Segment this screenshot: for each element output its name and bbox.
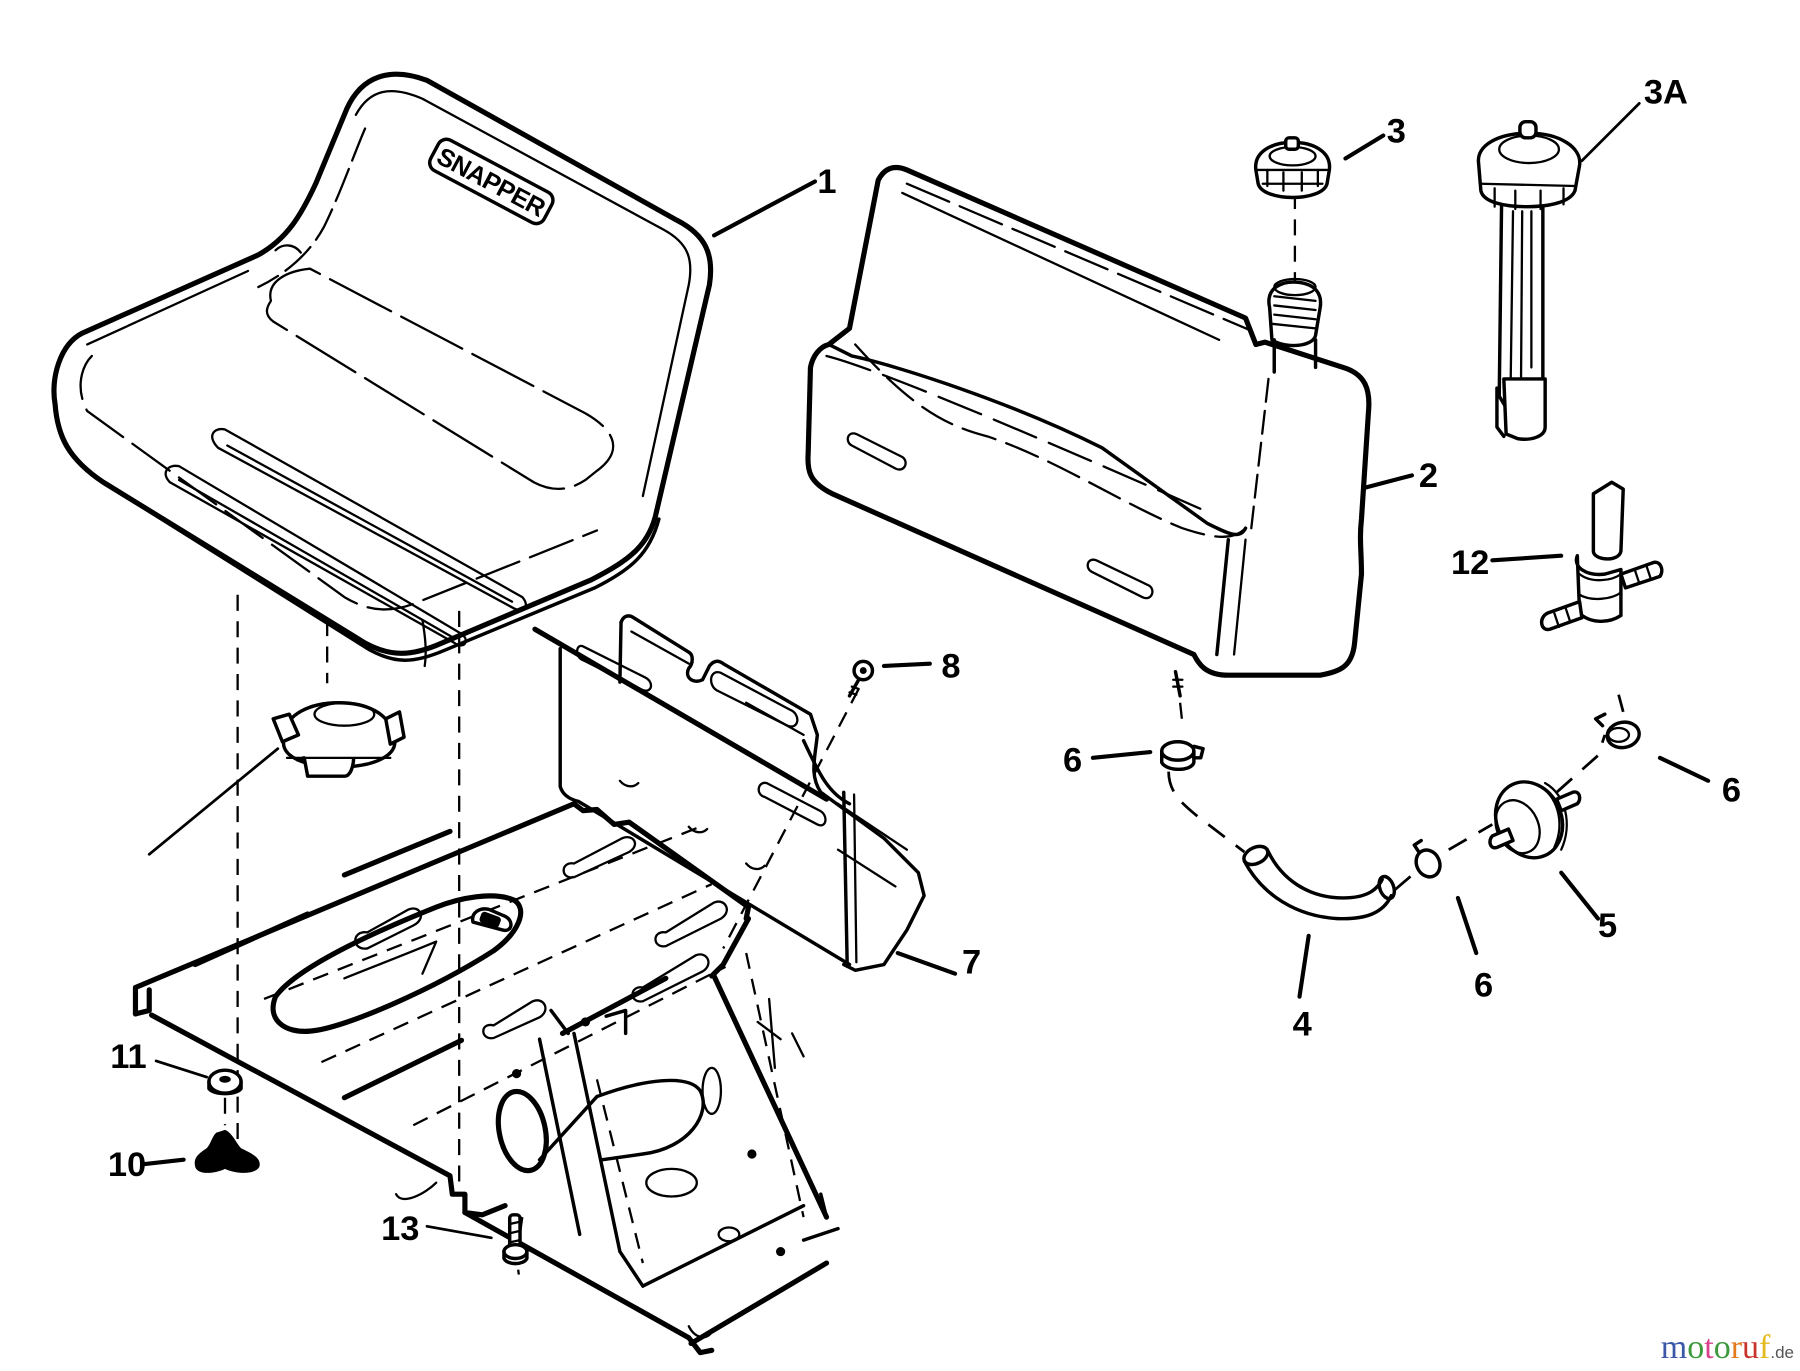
spacer-washer-part[interactable] [207, 1068, 243, 1096]
watermark-tld: .de [1770, 1343, 1794, 1362]
filter-guide-line-right [1555, 734, 1607, 794]
tank-outlet-guide-line [1178, 702, 1184, 724]
clamp-guide-line [1393, 862, 1427, 891]
callout-label-6-right: 6 [1722, 771, 1741, 809]
callout-label-7: 7 [962, 944, 981, 982]
callout-label-12: 13 [381, 1210, 419, 1248]
callout-label-6-bottom: 6 [1474, 967, 1493, 1005]
watermark-letter: o [1713, 1329, 1731, 1366]
leader-2 [1361, 473, 1415, 491]
fuel-hose-part[interactable] [1241, 843, 1397, 921]
callout-label-1: 1 [817, 163, 836, 201]
callout-label-3: 3 [1387, 112, 1406, 150]
callout-label-6-left: 6 [1063, 742, 1082, 780]
leader-8 [881, 661, 932, 669]
leader-6-bottom [1455, 895, 1479, 956]
hose-clamp-part-middle[interactable] [1412, 838, 1444, 881]
snapper-badge: SNAPPER [427, 137, 555, 226]
callout-label-9: 10 [108, 1146, 146, 1184]
callout-labels: 1 2 3 3A 4 5 6 6 6 7 8 10 11 12 13 [108, 73, 1741, 1248]
hose-clamp-part-right[interactable] [1593, 712, 1642, 750]
leader-10 [154, 1059, 209, 1079]
filter-guide-line-left [1448, 823, 1494, 851]
callout-label-5: 5 [1598, 907, 1617, 945]
callout-label-8: 8 [941, 647, 960, 685]
tank-bracket-part[interactable] [532, 614, 926, 972]
fuel-tank-part[interactable] [805, 164, 1372, 698]
callout-label-11: 12 [1451, 544, 1489, 582]
watermark-letter: u [1742, 1329, 1760, 1366]
watermark-letter: r [1730, 1329, 1743, 1366]
leader-5 [1559, 870, 1601, 921]
seat-switch-part[interactable] [271, 701, 406, 778]
hose-guide-line [1167, 771, 1246, 854]
fuel-filter-part[interactable] [1483, 771, 1582, 869]
leader-11 [1490, 553, 1564, 563]
seat-part[interactable] [51, 71, 714, 668]
leader-1 [711, 179, 818, 238]
callout-label-10: 11 [110, 1038, 146, 1076]
watermark-letter: o [1687, 1329, 1705, 1366]
hose-clamp-part-left[interactable] [1160, 740, 1205, 772]
seat-frame-part [132, 801, 840, 1356]
leader-3a [1580, 101, 1641, 163]
bracket-screw-part[interactable] [847, 659, 875, 698]
callout-label-4: 4 [1293, 1006, 1312, 1044]
leader-13 [147, 747, 280, 856]
leader-12 [425, 1224, 493, 1240]
watermark-logo: motoruf.de [1661, 1331, 1794, 1365]
fuel-cap-part[interactable] [1254, 136, 1332, 200]
shut-off-valve-part[interactable] [1539, 480, 1664, 632]
seat-knob-part[interactable] [194, 1129, 260, 1173]
watermark-letter: t [1704, 1329, 1714, 1366]
bracket-guide-line [722, 688, 860, 949]
watermark-letter: m [1660, 1329, 1688, 1366]
leader-9 [140, 1157, 186, 1167]
leader-3 [1343, 133, 1386, 161]
callout-label-3a: 3A [1644, 73, 1688, 111]
clamp-guide-line-top [1617, 694, 1625, 713]
leader-6-left [1090, 750, 1153, 760]
watermark-letter: f [1759, 1329, 1771, 1366]
callout-leaders [140, 101, 1711, 1240]
callout-label-2: 2 [1419, 457, 1438, 495]
leader-4 [1297, 933, 1311, 999]
fuel-cap-with-gauge-part[interactable] [1476, 119, 1582, 441]
leader-7 [895, 950, 958, 976]
leader-6-right [1657, 755, 1711, 783]
frame-bolt-part[interactable] [502, 1213, 529, 1266]
